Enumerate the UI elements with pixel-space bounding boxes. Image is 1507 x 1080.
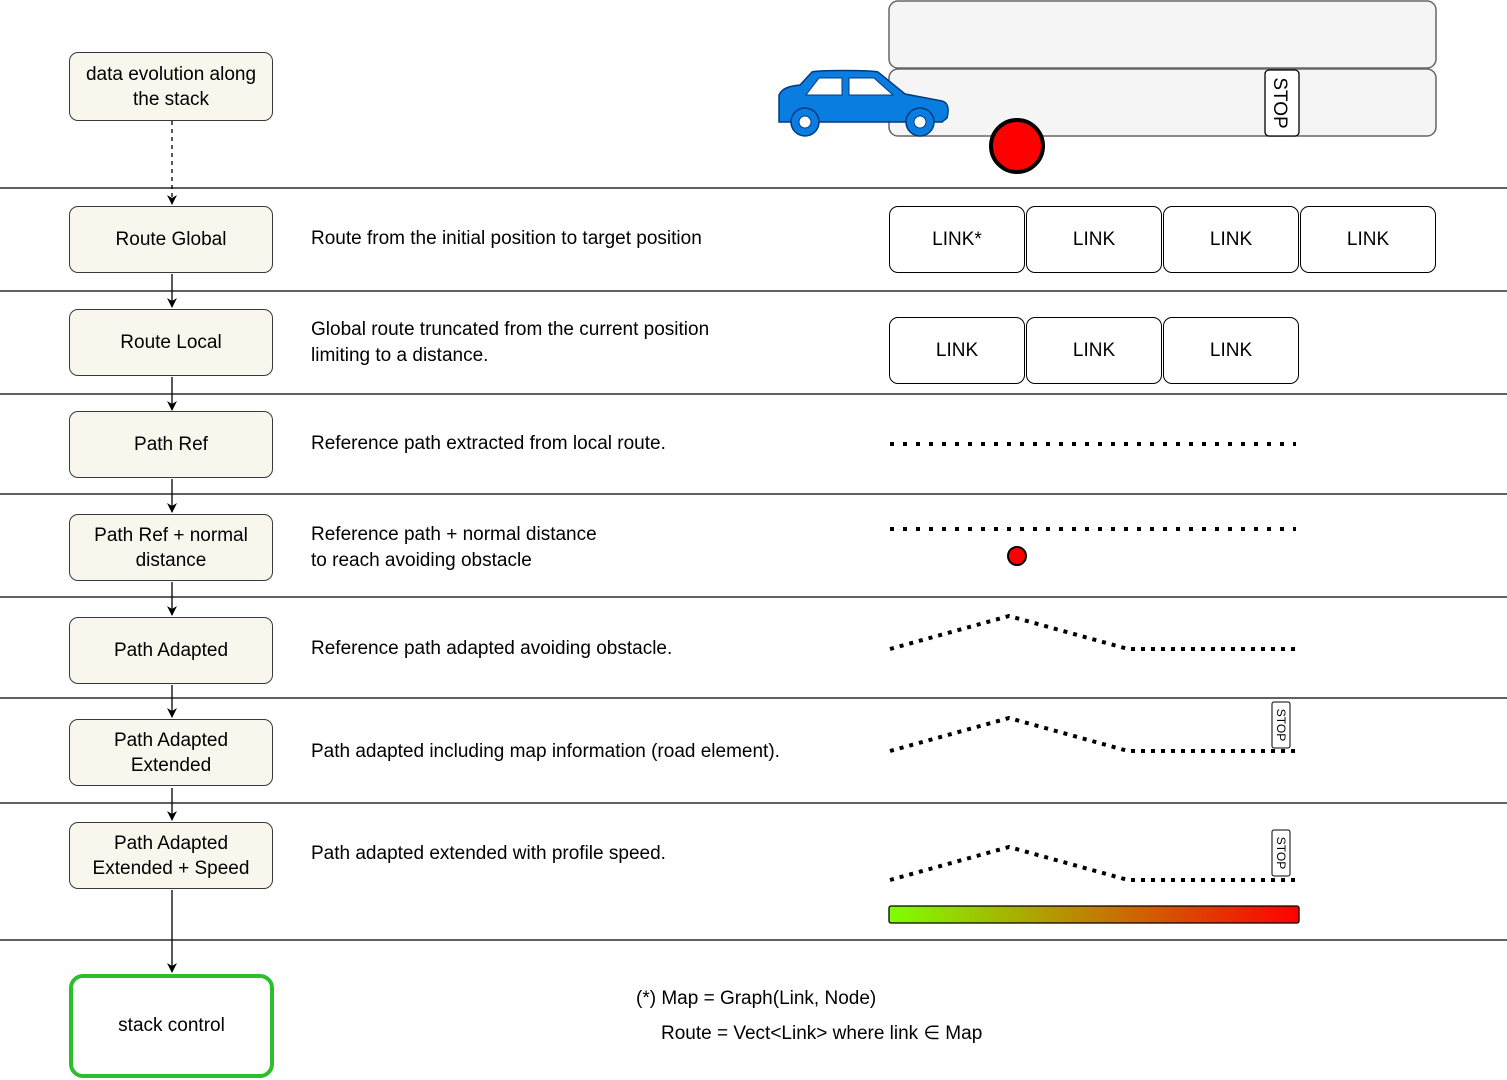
description-line: Reference path adapted avoiding obstacle… xyxy=(311,638,673,659)
description-line: Path adapted extended with profile speed… xyxy=(311,843,666,864)
svg-text:STOP: STOP xyxy=(1274,837,1288,869)
stage-path-ref: Path Ref xyxy=(69,411,273,478)
legend-box-label: data evolution along the stack xyxy=(85,63,257,110)
stage-label: Path Adapted xyxy=(113,640,229,661)
description-line: limiting to a distance. xyxy=(311,345,489,366)
description-line: Reference path + normal distance xyxy=(311,524,597,545)
description-line: to reach avoiding obstacle xyxy=(311,550,532,571)
stage-route-local: Route Local xyxy=(69,309,273,376)
link-label: LINK xyxy=(1209,228,1253,250)
stage-route-global: Route Global xyxy=(69,206,273,273)
footnote-line-2: Route = Vect<Link> where link ∈ Map xyxy=(661,1023,983,1044)
global-link: LINK xyxy=(1163,206,1299,273)
local-link: LINK xyxy=(1026,317,1162,384)
stage-description: Path adapted extended with profile speed… xyxy=(311,841,666,867)
stop-sign-icon: STOP xyxy=(1271,701,1291,749)
stage-path-adapted-extended-speed: Path Adapted Extended + Speed xyxy=(69,822,273,889)
description-line: Route from the initial position to targe… xyxy=(311,228,702,249)
row-separators xyxy=(0,187,1507,941)
path-adapted-extended-line xyxy=(889,715,1296,753)
speed-profile-bar xyxy=(888,905,1300,924)
stage-description: Path adapted including map information (… xyxy=(311,739,780,765)
description-line: Reference path extracted from local rout… xyxy=(311,433,666,454)
stage-description: Reference path adapted avoiding obstacle… xyxy=(311,636,672,662)
road-lane-bottom xyxy=(888,68,1437,137)
local-link: LINK xyxy=(889,317,1025,384)
stage-path-adapted-extended: Path Adapted Extended xyxy=(69,719,273,786)
stop-sign-icon: STOP xyxy=(1264,69,1300,137)
link-label: LINK xyxy=(1072,228,1116,250)
stage-label: Path Ref xyxy=(134,434,208,455)
path-speed-line xyxy=(889,844,1296,882)
stage-label: Route Global xyxy=(115,229,227,250)
svg-text:STOP: STOP xyxy=(1274,709,1288,741)
stage-description: Reference path + normal distance to reac… xyxy=(311,522,597,574)
road-scene: STOP xyxy=(778,0,1437,174)
legend-box: data evolution along the stack xyxy=(69,52,273,121)
link-label: LINK xyxy=(1209,339,1253,361)
stage-label: Path Adapted Extended + Speed xyxy=(92,832,250,879)
stack-control-box: stack control xyxy=(69,974,274,1078)
description-line: Global route truncated from the current … xyxy=(311,319,710,340)
stop-sign-icon: STOP xyxy=(1271,829,1291,877)
description-line: Path adapted including map information (… xyxy=(311,741,780,762)
stage-description: Reference path extracted from local rout… xyxy=(311,431,666,457)
obstacle-icon xyxy=(989,118,1045,174)
global-link: LINK* xyxy=(889,206,1025,273)
stage-label: Path Ref + normal distance xyxy=(94,524,248,571)
local-link: LINK xyxy=(1163,317,1299,384)
footnote-line-1: (*) Map = Graph(Link, Node) xyxy=(636,988,877,1009)
obstacle-small-icon xyxy=(1007,546,1027,566)
link-label: LINK xyxy=(935,339,979,361)
stage-label: Route Local xyxy=(120,332,222,353)
stage-label: Path Adapted Extended xyxy=(113,729,229,776)
path-adapted-line xyxy=(889,613,1296,651)
stage-path-ref-normal: Path Ref + normal distance xyxy=(69,514,273,581)
link-label: LINK* xyxy=(932,228,982,250)
svg-text:STOP: STOP xyxy=(1269,77,1290,128)
car-icon xyxy=(778,69,949,137)
stage-description: Route from the initial position to targe… xyxy=(311,226,702,252)
link-label: LINK xyxy=(1346,228,1390,250)
link-label: LINK xyxy=(1072,339,1116,361)
global-link: LINK xyxy=(1300,206,1436,273)
stage-path-adapted: Path Adapted xyxy=(69,617,273,684)
global-link: LINK xyxy=(1026,206,1162,273)
stage-description: Global route truncated from the current … xyxy=(311,317,709,369)
stack-control-label: stack control xyxy=(118,1015,225,1036)
road-lane-top xyxy=(888,0,1437,69)
